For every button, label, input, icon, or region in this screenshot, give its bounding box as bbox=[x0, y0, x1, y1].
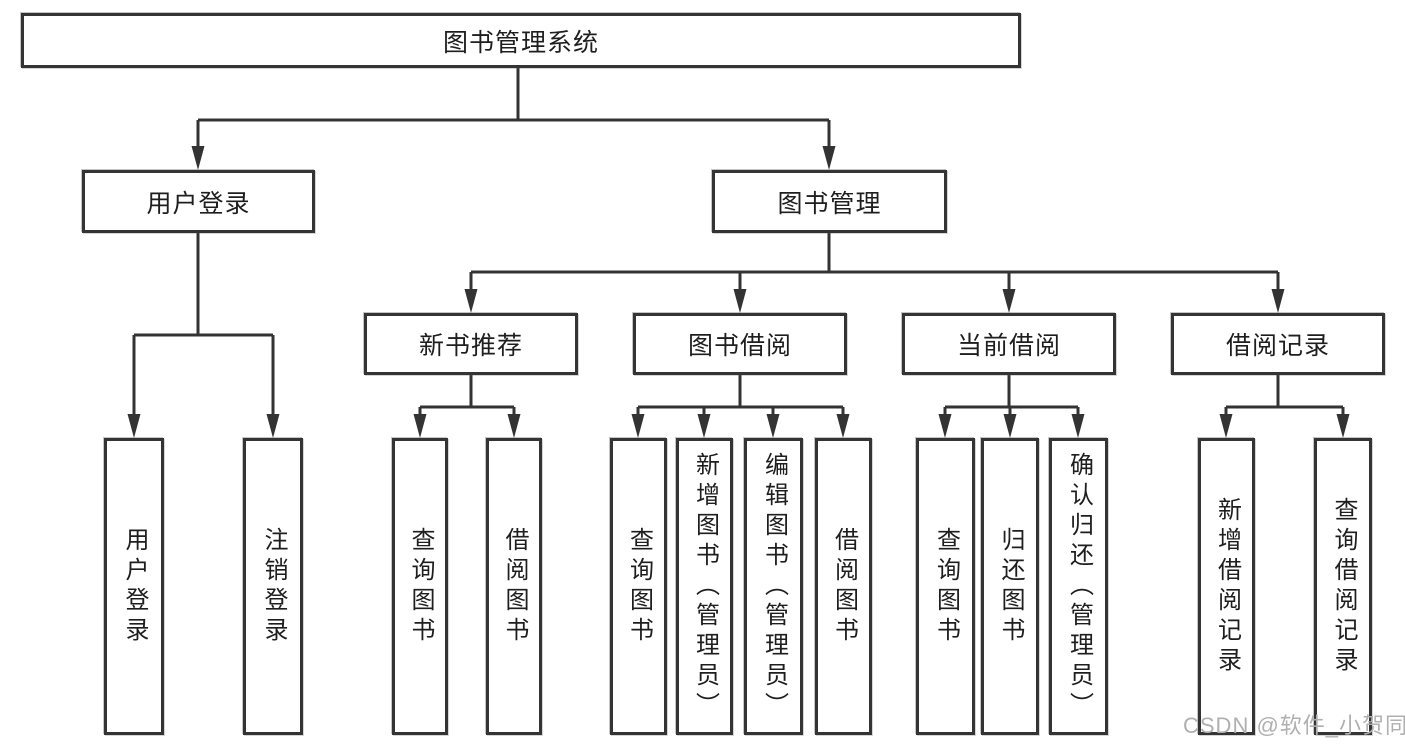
node-new-book-recommend: 新书推荐 bbox=[364, 313, 578, 375]
node-borrow-records: 借阅记录 bbox=[1171, 313, 1385, 375]
watermark: CSDN @软件_小贺同学 bbox=[1183, 713, 1405, 738]
leaf-query-borrow-record: 查询借阅记录 bbox=[1314, 438, 1372, 735]
leaf-recommend-query-books-label: 查询图书 bbox=[407, 526, 434, 647]
leaf-recommend-query-books: 查询图书 bbox=[392, 438, 448, 735]
leaf-borrow-query-books: 查询图书 bbox=[610, 438, 667, 735]
leaf-edit-books-admin-label: 编辑图书（管理员） bbox=[760, 451, 788, 722]
leaf-current-query-books: 查询图书 bbox=[916, 438, 975, 735]
leaf-return-books: 归还图书 bbox=[981, 438, 1039, 735]
leaf-recommend-borrow-books: 借阅图书 bbox=[486, 438, 542, 735]
node-current-borrow-label: 当前借阅 bbox=[956, 332, 1061, 360]
leaf-return-books-label: 归还图书 bbox=[997, 526, 1024, 647]
leaf-add-borrow-record: 新增借阅记录 bbox=[1198, 438, 1255, 735]
node-book-borrow-label: 图书借阅 bbox=[687, 332, 792, 360]
node-user-login: 用户登录 bbox=[82, 170, 315, 233]
leaf-add-books-admin: 新增图书（管理员） bbox=[676, 438, 733, 735]
leaf-confirm-return-admin: 确认归还（管理员） bbox=[1049, 438, 1108, 735]
node-current-borrow: 当前借阅 bbox=[902, 313, 1116, 375]
leaf-borrow-books: 借阅图书 bbox=[815, 438, 872, 735]
leaf-logout: 注销登录 bbox=[243, 438, 303, 735]
node-book-management-label: 图书管理 bbox=[777, 189, 882, 218]
leaf-edit-books-admin: 编辑图书（管理员） bbox=[744, 438, 803, 735]
leaf-query-borrow-record-label: 查询借阅记录 bbox=[1330, 496, 1357, 677]
leaf-logout-label: 注销登录 bbox=[260, 526, 287, 647]
node-book-management: 图书管理 bbox=[712, 170, 947, 233]
leaf-confirm-return-admin-label: 确认归还（管理员） bbox=[1065, 451, 1093, 722]
node-new-book-recommend-label: 新书推荐 bbox=[418, 332, 523, 360]
leaf-current-query-books-label: 查询图书 bbox=[932, 526, 960, 647]
leaf-recommend-borrow-books-label: 借阅图书 bbox=[501, 526, 528, 647]
node-root-system: 图书管理系统 bbox=[21, 13, 1021, 68]
node-user-login-label: 用户登录 bbox=[146, 189, 251, 218]
leaf-add-books-admin-label: 新增图书（管理员） bbox=[691, 451, 719, 722]
node-root-label: 图书管理系统 bbox=[442, 28, 599, 57]
leaf-borrow-books-label: 借阅图书 bbox=[830, 526, 858, 647]
node-book-borrow: 图书借阅 bbox=[633, 313, 847, 375]
leaf-user-login-label: 用户登录 bbox=[121, 526, 148, 647]
leaf-borrow-query-books-label: 查询图书 bbox=[625, 526, 653, 647]
node-borrow-records-label: 借阅记录 bbox=[1225, 332, 1330, 360]
leaf-add-borrow-record-label: 新增借阅记录 bbox=[1213, 496, 1241, 677]
leaf-user-login: 用户登录 bbox=[104, 438, 164, 735]
